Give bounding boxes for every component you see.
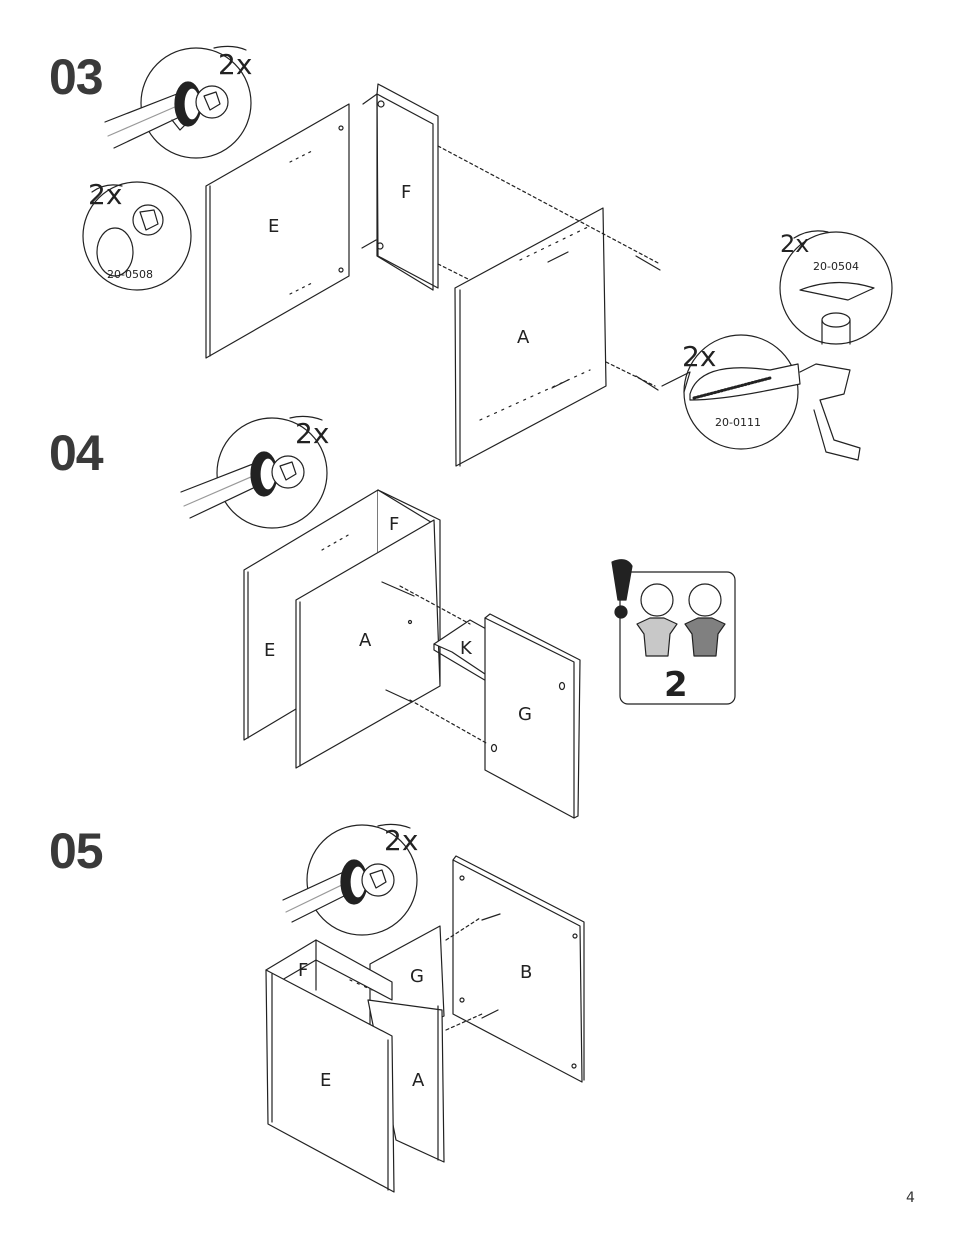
panel-e-03 (205, 103, 350, 359)
panel-k-label: K (460, 638, 473, 659)
screw-callout (661, 334, 861, 461)
panel-a-label-05: A (412, 1070, 425, 1091)
panel-a-03 (454, 207, 607, 467)
person-2-icon (688, 583, 722, 617)
panel-e-05 (265, 969, 395, 1193)
alignment-line-05-bottom (445, 1013, 483, 1031)
dowel-qty: 2x (780, 230, 809, 258)
screw-qty: 2x (682, 340, 716, 373)
panel-f-03 (361, 83, 439, 291)
panel-f-label-05: F (298, 960, 308, 981)
panel-a-label-03: A (517, 327, 530, 348)
cam-qty-03: 2x (218, 48, 252, 81)
panel-a-04 (295, 519, 441, 769)
panel-g-label-05: G (410, 966, 424, 987)
panel-e-label-03: E (268, 216, 279, 237)
panel-b (452, 855, 585, 1083)
cover-cap-callout (82, 181, 192, 291)
step-number-05: 05 (49, 823, 104, 879)
page-number: 4 (906, 1190, 915, 1206)
screw-part-number: 20-0111 (715, 416, 761, 429)
cam-tighten-callout-05 (282, 823, 418, 936)
person-1-icon (640, 583, 674, 617)
panel-e-label-04: E (264, 640, 275, 661)
panel-g-04 (484, 613, 581, 819)
panel-e-label-05: E (320, 1070, 331, 1091)
alignment-line-03-top (437, 145, 661, 265)
cam-tighten-callout-03 (104, 45, 252, 159)
alignment-line-03-screw (605, 361, 656, 387)
panel-g-label-04: G (518, 704, 532, 725)
panel-f-label-03: F (401, 182, 411, 203)
cam-tighten-callout-04 (180, 415, 328, 529)
dowel-part-number: 20-0504 (813, 260, 859, 273)
alignment-line-04-bottom (409, 699, 489, 745)
dowels-03 (635, 255, 661, 391)
dowel-callout (779, 230, 893, 345)
step-number-03: 03 (49, 49, 104, 105)
step-number-04: 04 (49, 425, 104, 481)
alignment-line-05-top (445, 917, 481, 941)
panel-a-label-04: A (359, 630, 372, 651)
cam-qty-04: 2x (295, 417, 329, 450)
two-person-warning (611, 559, 736, 705)
panel-b-label: B (520, 962, 532, 983)
cover-cap-part-number: 20-0508 (107, 268, 153, 281)
alignment-line-03-bottom (437, 263, 471, 281)
people-count: 2 (664, 665, 688, 705)
cover-cap-qty: 2x (88, 178, 122, 211)
warning-exclamation-icon (611, 559, 633, 601)
panel-f-label-04: F (389, 514, 399, 535)
alignment-line-04-top (399, 585, 471, 625)
cam-qty-05: 2x (384, 824, 418, 857)
